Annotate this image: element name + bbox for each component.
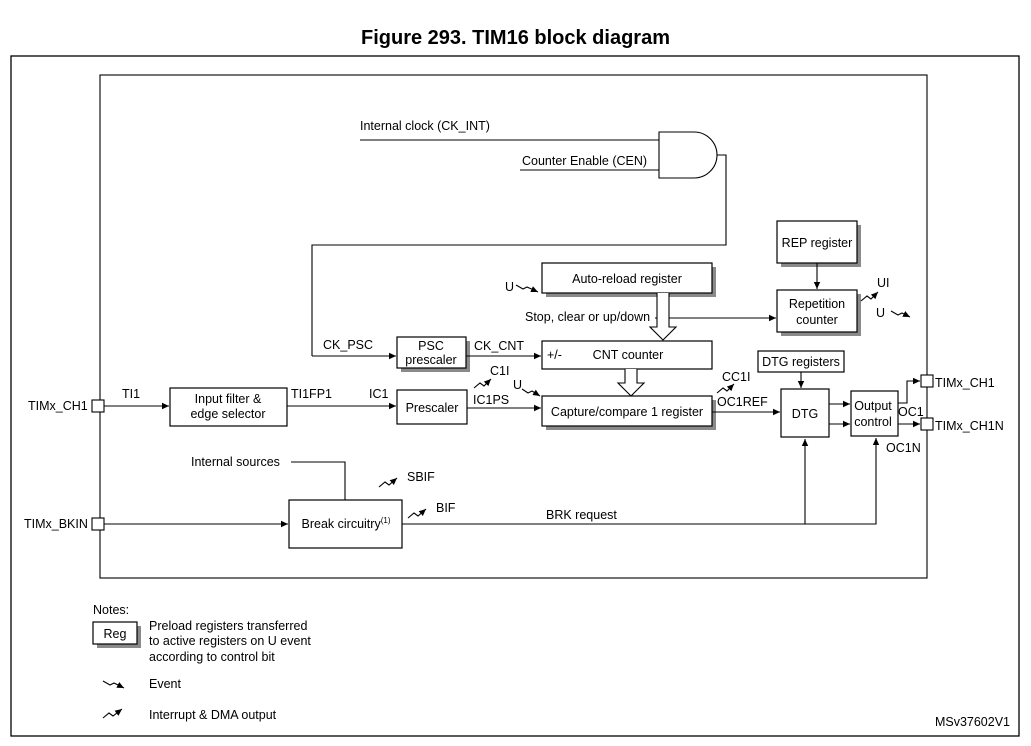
prescaler-label: Prescaler — [406, 401, 459, 415]
capture-compare-register — [541, 395, 713, 427]
timer-boundary — [99, 74, 928, 579]
repetition-counter — [776, 289, 858, 333]
u-out-label: U — [876, 306, 885, 320]
input-filter — [169, 387, 288, 427]
timx-ch1n-label: TIMx_CH1N — [935, 419, 1004, 433]
u-ar-event-icon — [515, 284, 539, 293]
break-note-mark: (1) — [381, 516, 391, 525]
dtg-label: DTG — [792, 407, 818, 421]
notes-heading: Notes: — [93, 603, 129, 617]
c1i-interrupt-icon — [473, 378, 492, 389]
u-event-icon — [890, 310, 911, 318]
cnt-counter-label: CNT counter — [593, 348, 664, 362]
repetition-label-1: Repetition — [789, 297, 845, 311]
output-control-label-1: Output — [854, 399, 892, 413]
output-control — [850, 390, 899, 437]
brk-request-label: BRK request — [546, 508, 617, 522]
ck-psc-label: CK_PSC — [323, 338, 373, 352]
bif-interrupt-icon — [407, 508, 427, 519]
psc-label-2: prescaler — [405, 353, 456, 367]
u-ar-label: U — [505, 280, 514, 294]
sbif-label: SBIF — [407, 470, 435, 484]
plus-minus-label: +/- — [547, 348, 562, 362]
timx-bkin-pin — [91, 517, 105, 531]
preload-note-3: according to control bit — [149, 650, 275, 664]
auto-reload-register — [541, 262, 713, 294]
ti1fp1-label: TI1FP1 — [291, 387, 332, 401]
psc-label-1: PSC — [418, 339, 444, 353]
ic1ps-label: IC1PS — [473, 393, 509, 407]
timx-ch1-out-pin — [920, 374, 934, 388]
gate-output-line — [311, 154, 727, 356]
internal-sources-line — [291, 461, 346, 500]
oc1n-label: OC1N — [886, 441, 921, 455]
ic1-label: IC1 — [369, 387, 389, 401]
interrupt-legend-icon — [102, 708, 123, 719]
oc1-label: OC1 — [898, 405, 924, 419]
and-gate — [658, 131, 718, 179]
rep-register — [776, 220, 858, 264]
u-cc-label: U — [513, 378, 522, 392]
event-legend-icon — [102, 680, 125, 689]
repetition-label-2: counter — [796, 313, 838, 327]
sbif-interrupt-icon — [378, 477, 398, 488]
break-circuitry — [288, 499, 403, 549]
timx-ch1-out-label: TIMx_CH1 — [935, 376, 995, 390]
reload-hollow-arrow — [648, 293, 678, 341]
preload-note-2: to active registers on U event — [149, 634, 311, 648]
cen-label: Counter Enable (CEN) — [522, 154, 647, 168]
brk-request-line — [402, 438, 880, 525]
auto-reload-label: Auto-reload register — [572, 272, 682, 286]
interrupt-legend-label: Interrupt & DMA output — [149, 708, 277, 722]
timx-ch1n-pin — [920, 417, 934, 431]
internal-sources-label: Internal sources — [191, 455, 280, 469]
u-cc-event-icon — [521, 388, 541, 397]
dtg-registers-label: DTG registers — [762, 355, 840, 369]
cc1i-interrupt-icon — [716, 383, 735, 394]
rep-register-label: REP register — [782, 236, 853, 250]
oc1-line — [898, 377, 920, 404]
prescaler — [396, 389, 468, 425]
figure-title: Figure 293. TIM16 block diagram — [361, 27, 670, 49]
input-filter-label-1: Input filter & — [195, 392, 262, 406]
ti1-label: TI1 — [122, 387, 140, 401]
ui-interrupt-icon — [860, 291, 879, 302]
timx-ch1-in-pin — [91, 399, 105, 413]
dtg — [780, 388, 830, 438]
preload-note-1: Preload registers transferred — [149, 619, 307, 633]
input-filter-label-2: edge selector — [190, 407, 265, 421]
output-control-label-2: control — [854, 415, 892, 429]
reg-legend-box — [92, 621, 138, 645]
footer-code: MSv37602V1 — [935, 715, 1010, 729]
break-circuitry-label: Break circuitry(1) — [302, 516, 391, 531]
timx-bkin-label: TIMx_BKIN — [24, 517, 88, 531]
event-legend-label: Event — [149, 677, 181, 691]
cc1i-label: CC1I — [722, 370, 750, 384]
cnt-hollow-arrow — [616, 369, 646, 397]
reg-legend-label: Reg — [104, 627, 127, 641]
ck-int-label: Internal clock (CK_INT) — [360, 119, 490, 133]
ck-cnt-label: CK_CNT — [474, 339, 524, 353]
psc-prescaler — [396, 336, 467, 369]
ui-label: UI — [877, 276, 890, 290]
timx-ch1-in-label: TIMx_CH1 — [28, 399, 88, 413]
stop-clear-label: Stop, clear or up/down — [525, 310, 650, 324]
capture-compare-label: Capture/compare 1 register — [551, 405, 703, 419]
bif-label: BIF — [436, 501, 456, 515]
c1i-label: C1I — [490, 364, 509, 378]
outer-frame — [10, 55, 1020, 737]
oc1ref-label: OC1REF — [717, 395, 768, 409]
